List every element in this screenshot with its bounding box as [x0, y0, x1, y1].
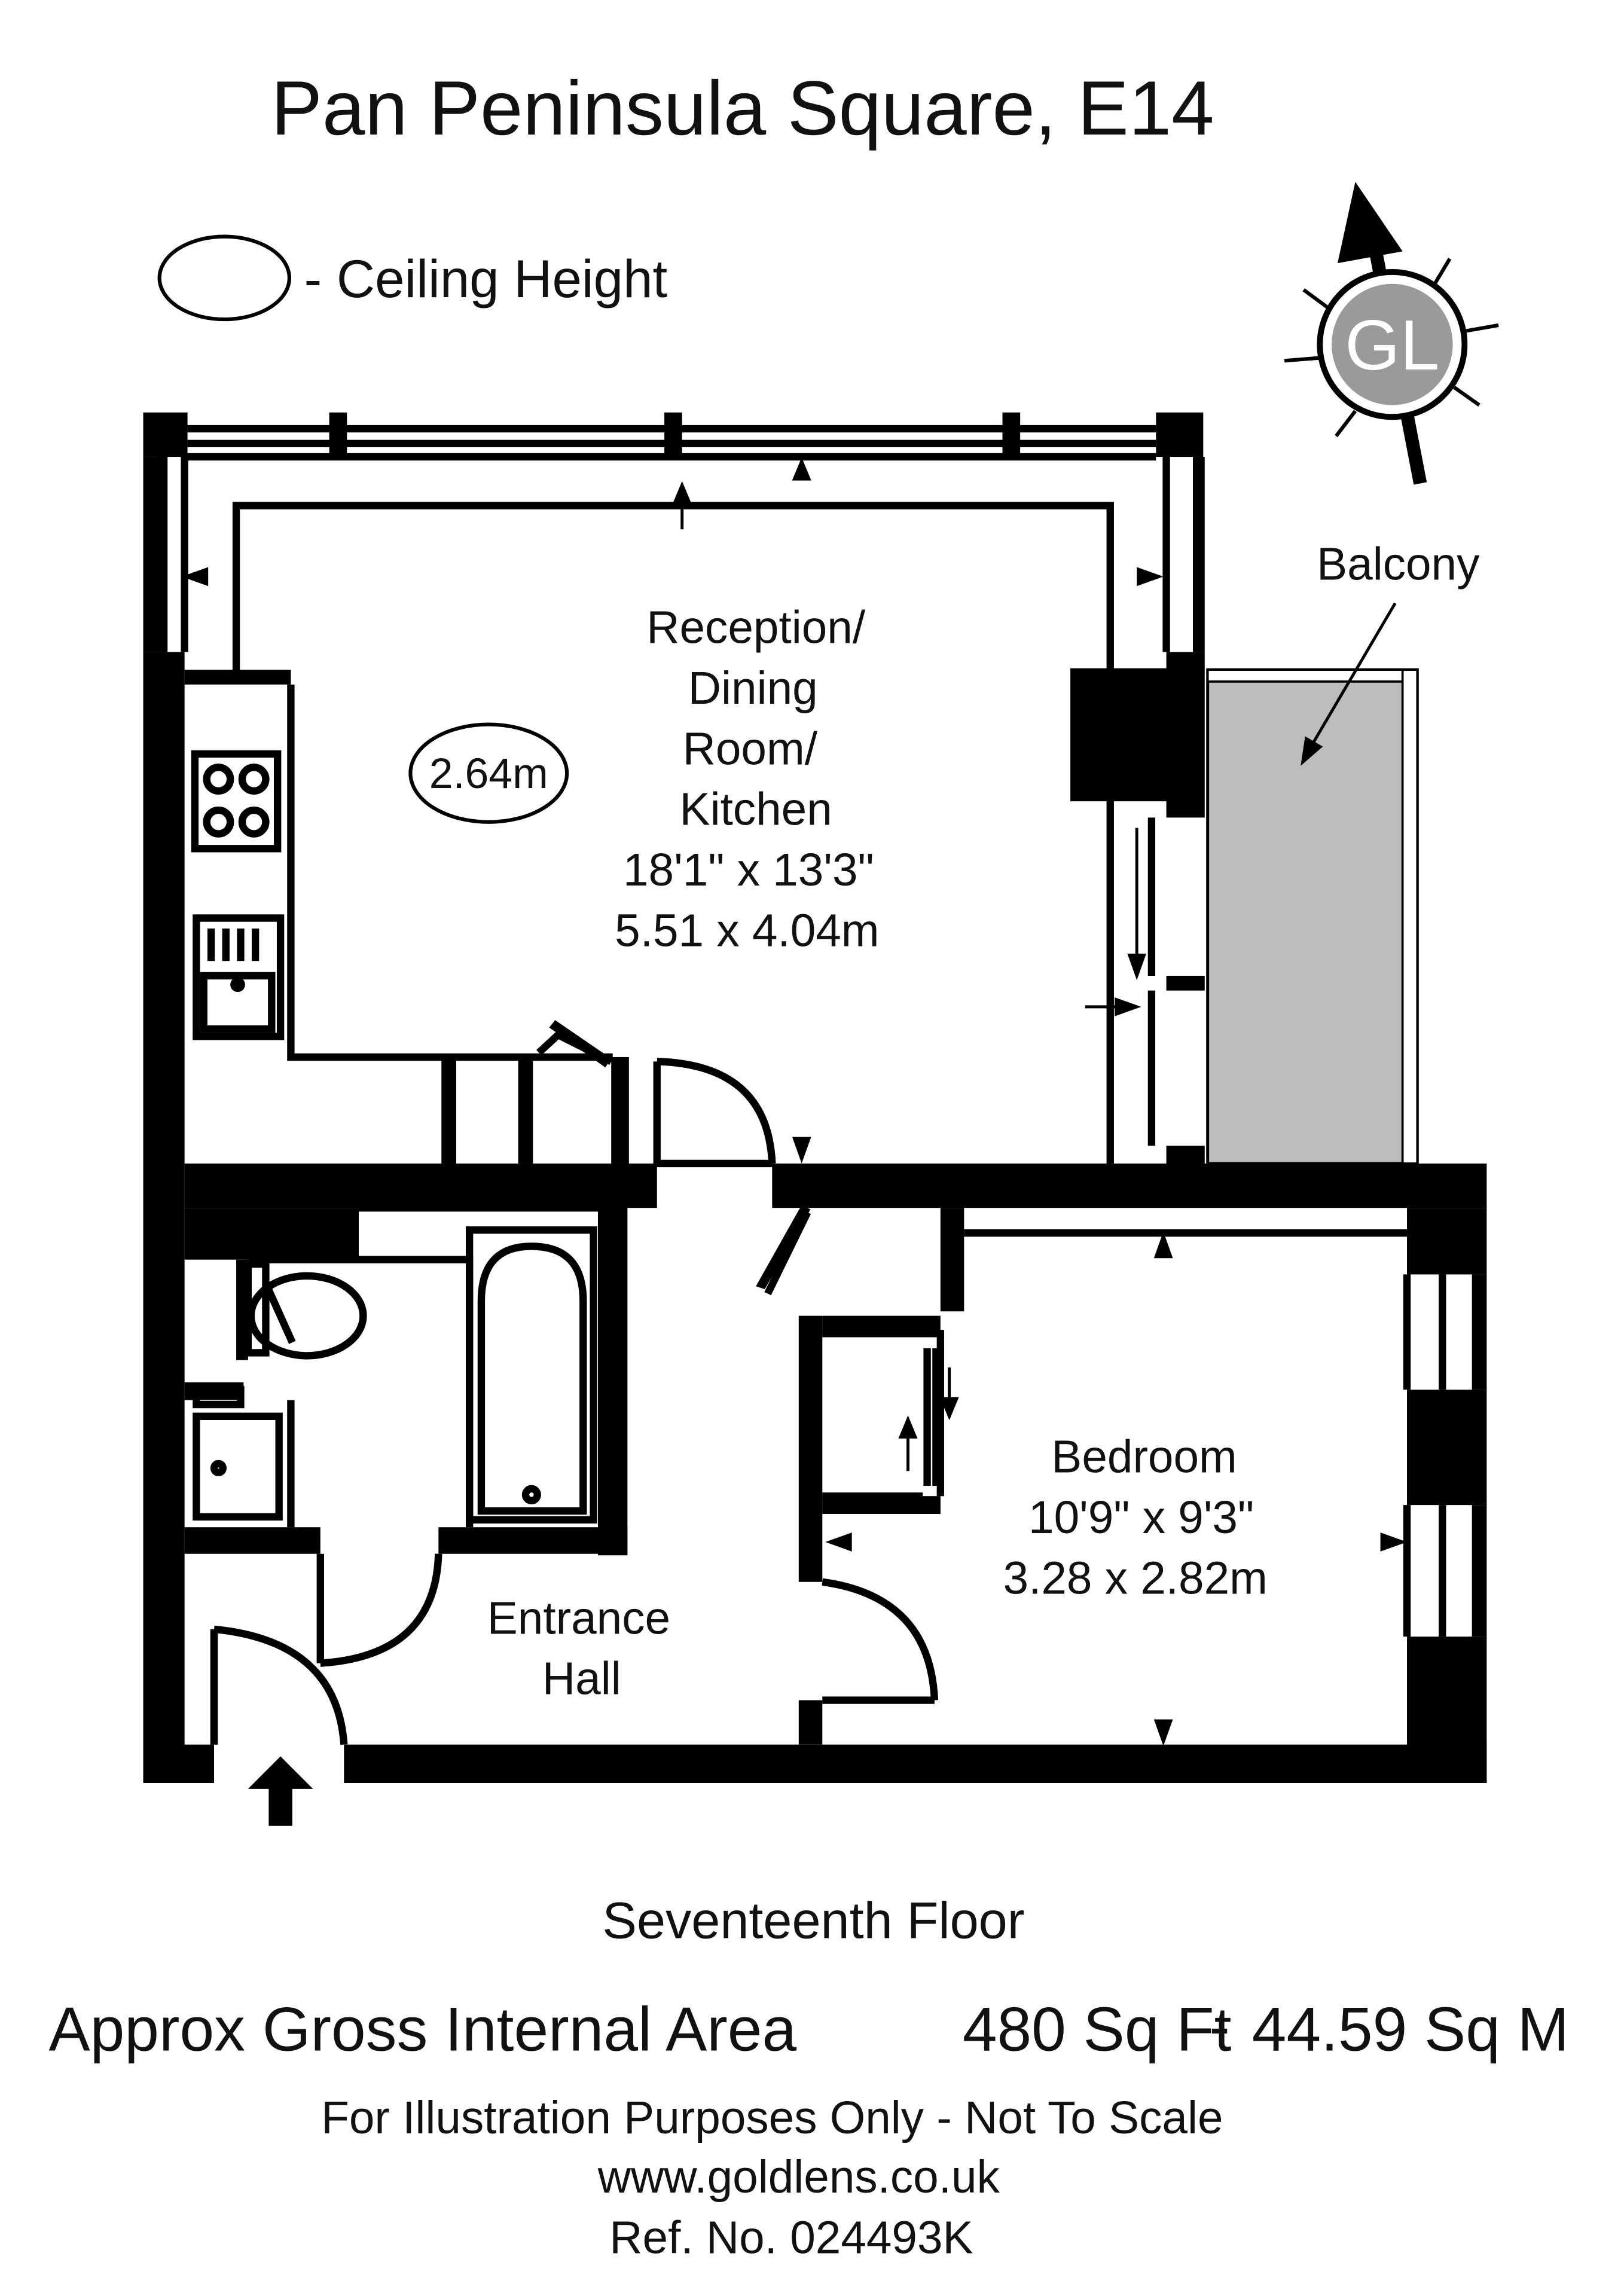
ceiling-height-legend-ellipse — [157, 234, 292, 322]
interior-lines — [160, 425, 1446, 1745]
footer-reference: Ref. No. 024493K — [609, 2212, 973, 2263]
reception-imperial-dimensions: 18'1" x 13'3" — [623, 845, 874, 896]
area-separator: - — [1209, 1992, 1230, 2061]
area-label: Approx Gross Internal Area — [48, 1994, 796, 2063]
area-sq-m: 44.59 Sq M — [1252, 1994, 1569, 2063]
bedroom-imperial-dimensions: 10'9" x 9'3" — [1028, 1492, 1254, 1543]
door-leaves — [549, 1020, 811, 1290]
ceiling-height-ellipse — [408, 722, 569, 824]
entrance-name-line-1: Entrance — [487, 1593, 670, 1644]
goldlens-logo — [1332, 283, 1453, 405]
reception-name-line-3: Room/ — [683, 723, 818, 774]
reception-name-line-4: Kitchen — [680, 784, 832, 835]
reception-name-line-2: Dining — [688, 663, 818, 714]
bathtub-icon — [465, 1226, 597, 1524]
reception-name-line-1: Reception/ — [646, 603, 866, 654]
entrance-arrow-icon — [248, 1756, 313, 1826]
north-arrow-compass-icon: GL — [1284, 182, 1499, 485]
entrance-name-line-2: Hall — [542, 1654, 621, 1705]
toilet-icon — [244, 1260, 367, 1360]
plan-title: Pan Peninsula Square, E14 — [271, 66, 1214, 151]
doors — [210, 1030, 940, 1745]
bedroom-metric-dimensions: 3.28 x 2.82m — [1003, 1553, 1268, 1604]
area-sq-ft: 480 Sq Ft — [963, 1994, 1232, 2063]
footer-website: www.goldlens.co.uk — [597, 2152, 1000, 2203]
dimension-arrows — [181, 457, 1407, 1747]
balcony-label: Balcony — [1317, 539, 1480, 590]
kitchen-hob-icon — [191, 750, 282, 853]
footer-disclaimer: For Illustration Purposes Only - Not To … — [321, 2093, 1223, 2144]
legend-label: - Ceiling Height — [304, 249, 668, 309]
ceiling-height-value: 2.64m — [429, 750, 548, 798]
bedroom-name: Bedroom — [1051, 1432, 1237, 1483]
reception-metric-dimensions: 5.51 x 4.04m — [615, 905, 879, 956]
kitchen-sink-icon — [193, 914, 285, 1040]
floor-label: Seventeenth Floor — [602, 1892, 1024, 1950]
balcony-pointer-arrow — [1301, 602, 1397, 766]
compass-logo-text: GL — [1345, 306, 1439, 385]
basin-icon — [193, 1386, 283, 1521]
walls — [143, 412, 1487, 1783]
